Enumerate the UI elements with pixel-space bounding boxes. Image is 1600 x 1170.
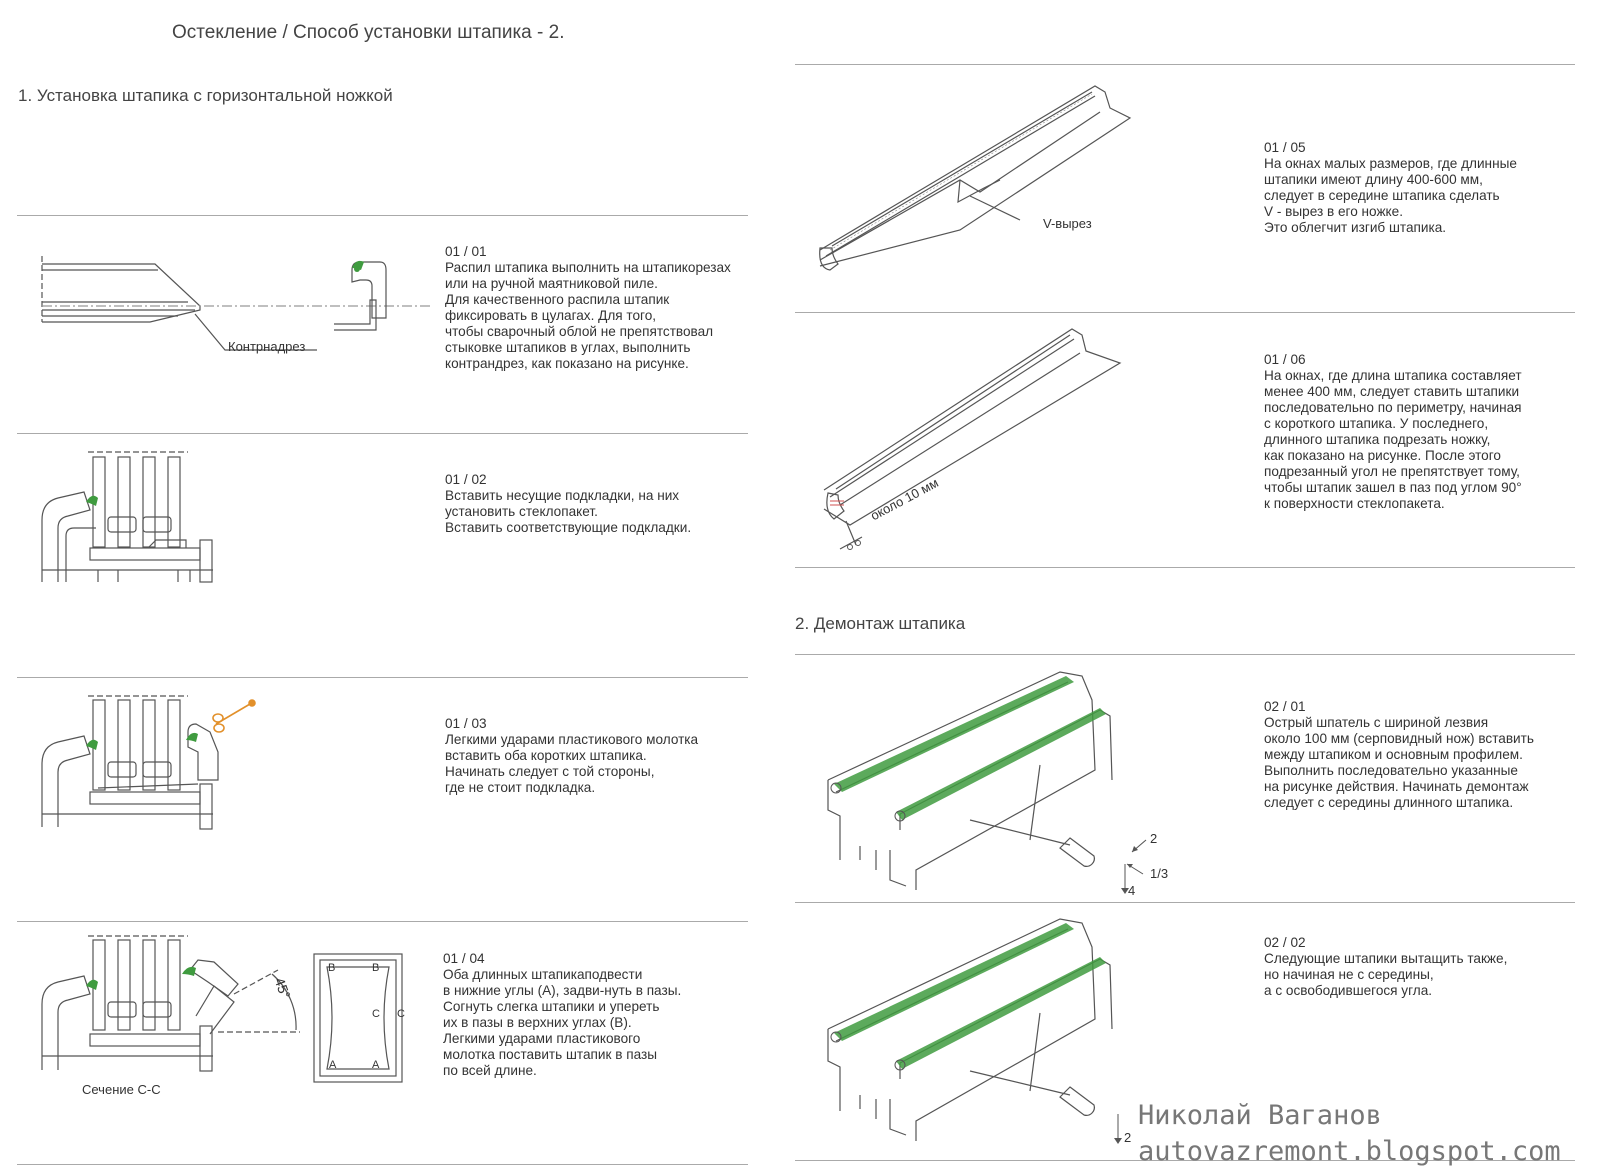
divider — [795, 1160, 1575, 1161]
diagram-trimmed-leg — [823, 328, 1122, 550]
arrow-step-13 — [1126, 863, 1144, 875]
divider — [17, 433, 748, 434]
diagram-v-cut — [819, 85, 1132, 271]
arrow-step-2 — [1131, 839, 1147, 853]
label-corner-b-left: В — [328, 962, 336, 974]
diagram-dismantle-corner — [827, 918, 1113, 1141]
step-02-02: 02 / 02 Следующие штапики вытащить также… — [1264, 935, 1508, 998]
label-corner-b-right: В — [372, 962, 380, 974]
step-number: 02 / 01 — [1264, 699, 1306, 714]
watermark-author: Николай Ваганов — [1138, 1100, 1382, 1131]
arrow-step-2-down — [1114, 1114, 1122, 1144]
step-number: 01 / 03 — [445, 716, 487, 731]
diagram-long-beads — [41, 935, 300, 1072]
step-01-01: 01 / 01 Распил штапика выполнить на штап… — [445, 244, 731, 371]
label-section-cc: Сечение С-С — [82, 1082, 161, 1097]
divider — [795, 567, 1575, 568]
step-number: 01 / 04 — [443, 951, 485, 966]
label-action-2-corner: 2 — [1124, 1130, 1132, 1145]
diagram-frame-corners — [313, 953, 403, 1083]
divider — [17, 215, 748, 216]
label-action-13: 1/3 — [1150, 866, 1169, 881]
arrow-step-4 — [1121, 864, 1129, 894]
label-corner-a-right: А — [372, 1059, 380, 1071]
label-corner-a-left: А — [329, 1059, 337, 1071]
step-number: 02 / 02 — [1264, 935, 1306, 950]
step-number: 01 / 06 — [1264, 352, 1306, 367]
step-01-05: 01 / 05 На окнах малых размеров, где дли… — [1264, 140, 1517, 235]
divider — [795, 902, 1575, 903]
diagram-dismantle-middle — [827, 671, 1113, 890]
diagram-short-beads — [41, 695, 256, 830]
label-corner-c-right: С — [397, 1008, 405, 1020]
divider — [795, 64, 1575, 65]
label-action-4: 4 — [1128, 883, 1136, 898]
label-kontrnadrez: Контрнадрез — [228, 339, 306, 354]
divider — [17, 921, 748, 922]
diagram-setting-blocks — [41, 451, 213, 583]
label-corner-c-left: С — [372, 1008, 380, 1020]
step-01-03: 01 / 03 Легкими ударами пластикового мол… — [445, 716, 699, 795]
step-01-06: 01 / 06 На окнах, где длина штапика сост… — [1264, 352, 1522, 511]
step-01-02: 01 / 02 Вставить несущие подкладки, на н… — [445, 472, 692, 535]
step-number: 01 / 02 — [445, 472, 487, 487]
label-v-cut: V-вырез — [1043, 216, 1092, 231]
diagram-cutting-bead — [41, 256, 430, 351]
divider — [795, 312, 1575, 313]
page-title: Остекление / Способ установки штапика - … — [172, 22, 565, 43]
label-action-2: 2 — [1150, 831, 1158, 846]
divider — [17, 677, 748, 678]
step-number: 01 / 05 — [1264, 140, 1306, 155]
step-01-04: 01 / 04 Оба длинных штапикаподвести в ни… — [443, 951, 682, 1078]
divider — [17, 1164, 748, 1165]
section-title-dismantling: 2. Демонтаж штапика — [795, 614, 966, 633]
section-title-installation: 1. Установка штапика с горизонтальной но… — [18, 86, 393, 105]
step-number: 01 / 01 — [445, 244, 487, 259]
watermark-site: autovazremont.blogspot.com — [1138, 1136, 1561, 1167]
divider — [795, 654, 1575, 655]
step-02-01: 02 / 01 Острый шпатель с шириной лезвия … — [1264, 699, 1534, 810]
